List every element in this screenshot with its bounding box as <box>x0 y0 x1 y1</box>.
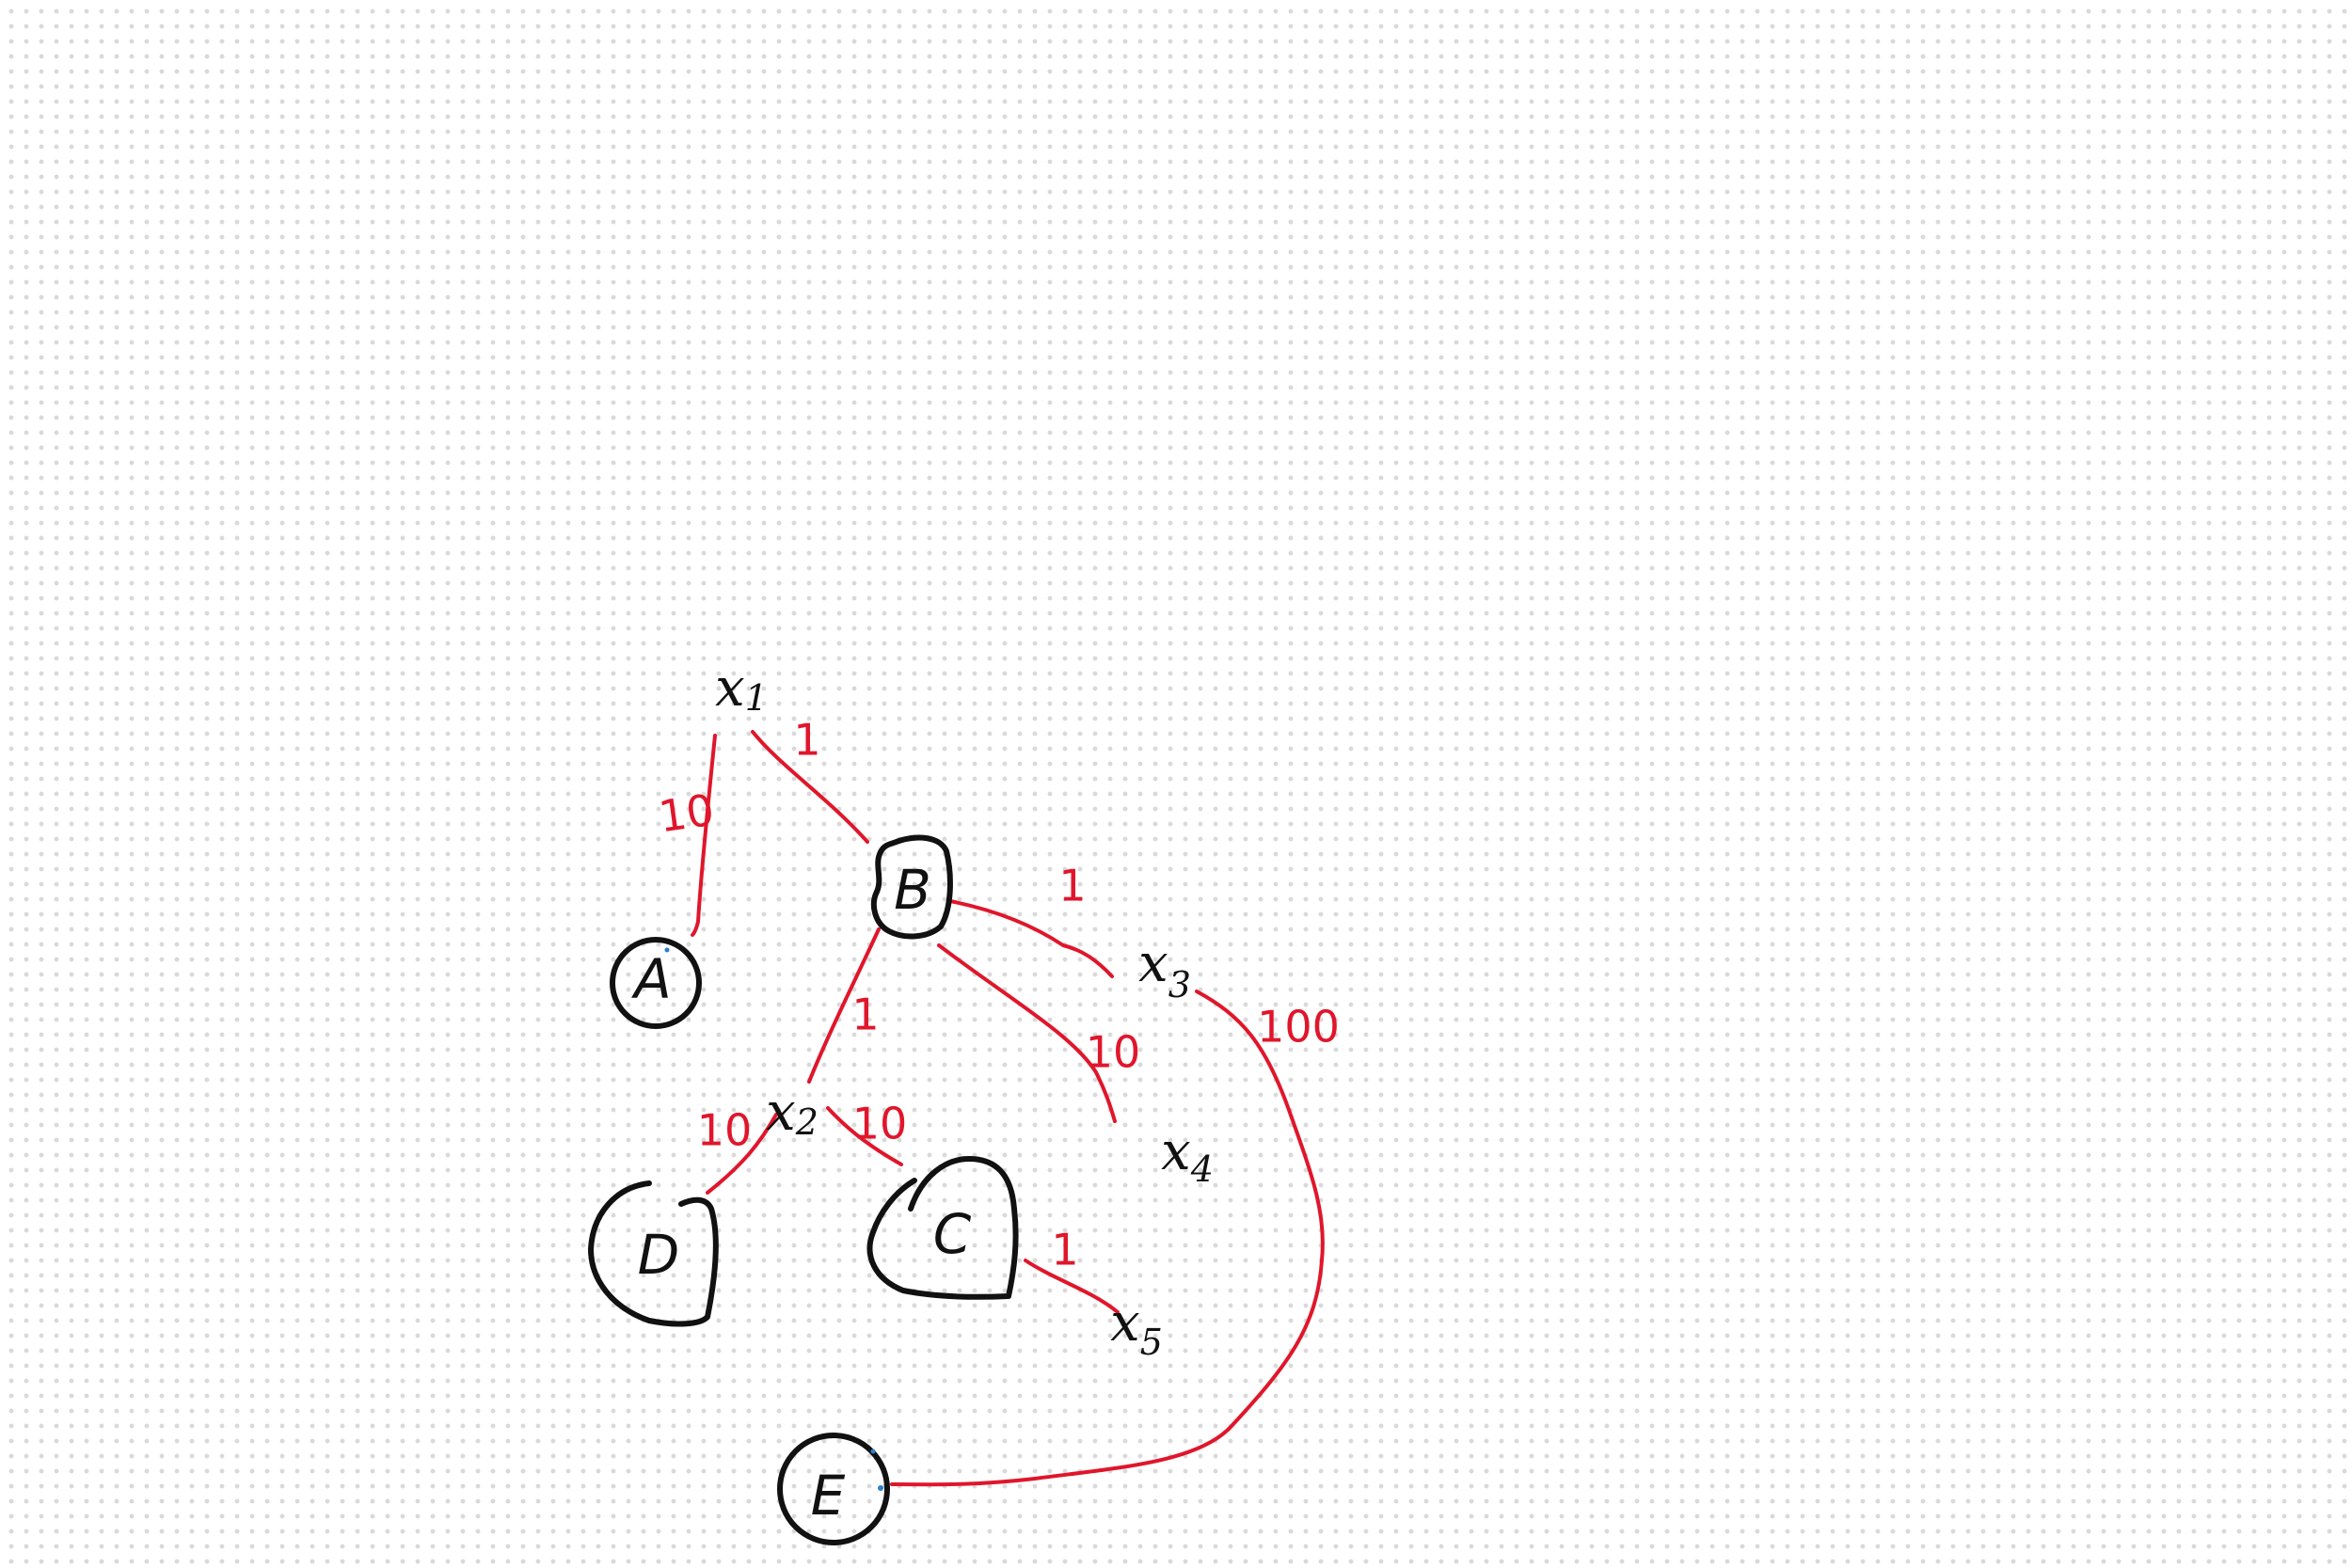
var-x2: x2 <box>766 1082 818 1143</box>
node-b-ring <box>870 834 953 940</box>
weight-c-x5: 1 <box>1051 1225 1078 1275</box>
var-x1-sub: 1 <box>745 677 768 719</box>
node-d-ring <box>588 1180 719 1327</box>
var-x1-base: x <box>715 657 745 719</box>
var-x4: x4 <box>1161 1121 1214 1190</box>
node-e-accent-dot <box>878 1485 883 1491</box>
var-x3-sub: 3 <box>1168 964 1191 1006</box>
node-b: B <box>870 834 953 940</box>
var-x3: x3 <box>1138 933 1191 1006</box>
weight-b-x3: 1 <box>1058 861 1086 911</box>
edge-b-x2 <box>807 927 881 1084</box>
weight-b-x2: 1 <box>851 990 879 1040</box>
weight-x1-b: 1 <box>793 715 820 766</box>
var-x2-base: x <box>766 1082 796 1143</box>
node-e-accent-dot-top <box>870 1449 876 1454</box>
node-d: D <box>588 1180 719 1327</box>
node-e: E <box>777 1433 890 1545</box>
edge-x2-d <box>706 1113 778 1195</box>
node-e-label: E <box>811 1464 846 1528</box>
var-x4-sub: 4 <box>1190 1148 1214 1190</box>
weight-b-x4: 10 <box>1086 1027 1141 1078</box>
var-x5-base: x <box>1110 1292 1140 1354</box>
edge-b-x4 <box>937 943 1117 1123</box>
var-x5: x5 <box>1110 1292 1163 1363</box>
edge-x1-a <box>691 734 717 937</box>
weight-x1-a: 10 <box>656 784 717 843</box>
node-c-ring <box>866 1156 1019 1300</box>
node-d-label: D <box>638 1223 680 1287</box>
node-a-ring <box>610 937 702 1029</box>
node-b-label: B <box>894 858 931 922</box>
node-c-label: C <box>933 1202 972 1266</box>
weight-x2-c: 10 <box>852 1099 908 1149</box>
edge-b-x3 <box>948 899 1114 978</box>
edge-x2-c <box>826 1106 903 1166</box>
edge-x3-e <box>890 990 1325 1487</box>
var-x1: x1 <box>715 657 768 719</box>
var-x2-sub: 2 <box>795 1101 818 1143</box>
node-a-accent-dot <box>664 947 670 953</box>
edge-x1-b <box>751 730 869 844</box>
edge-c-x5 <box>1024 1259 1120 1314</box>
weight-x3-e: 100 <box>1257 1002 1340 1053</box>
node-a-label: A <box>630 947 672 1011</box>
var-x5-sub: 5 <box>1140 1322 1163 1363</box>
node-a: A <box>610 937 702 1029</box>
var-x4-base: x <box>1161 1121 1191 1182</box>
var-x3-base: x <box>1138 933 1168 994</box>
node-c: C <box>866 1156 1019 1300</box>
weight-x2-d: 10 <box>697 1105 753 1156</box>
node-e-ring <box>777 1433 890 1545</box>
